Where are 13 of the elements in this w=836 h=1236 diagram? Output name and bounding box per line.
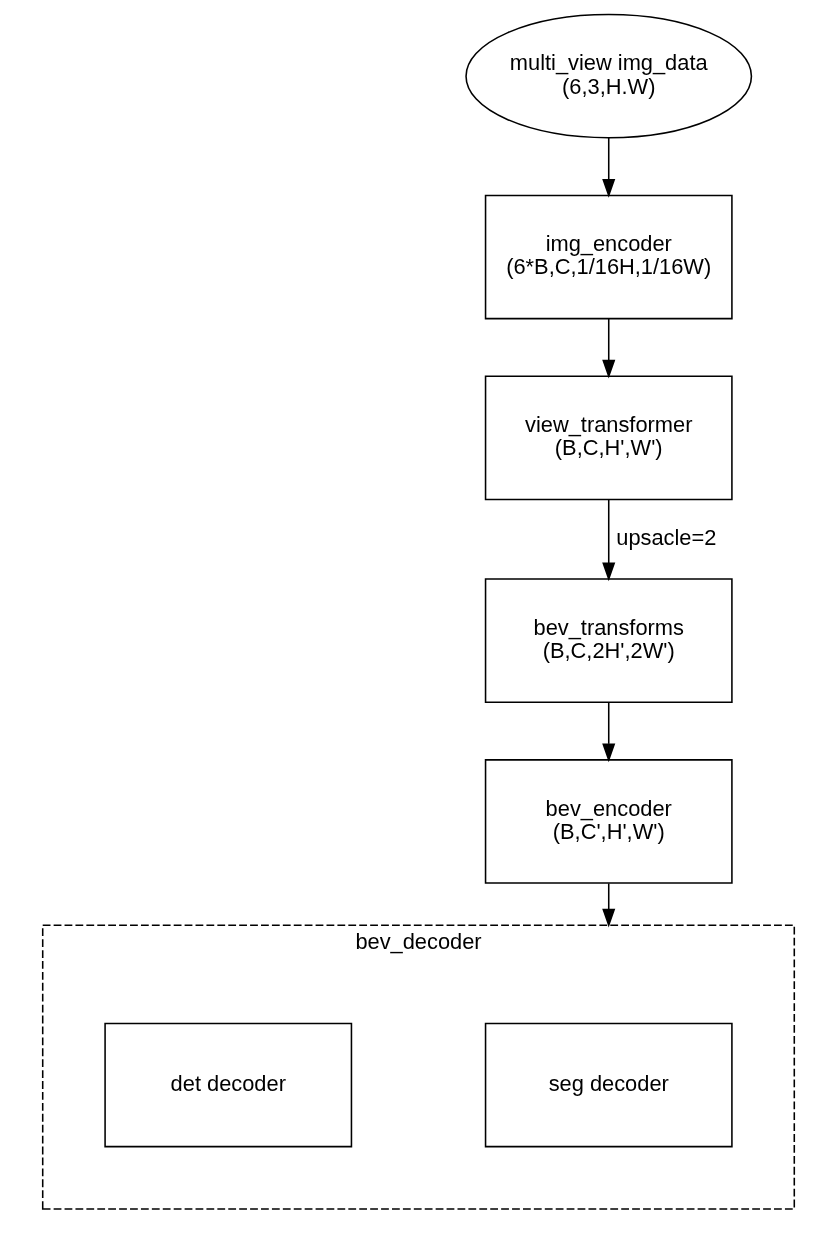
arrow [601, 137, 615, 198]
node-box: bev_encoder (B,C',H',W') [484, 759, 733, 884]
arrow [601, 499, 615, 582]
node-ellipse: multi_view img_data (6,3,H.W) [464, 13, 752, 139]
arrow [601, 882, 615, 928]
node-box: view_transformer (B,C,H',W') [484, 375, 733, 501]
node-box: bev_transforms (B,C,2H',2W') [484, 578, 733, 703]
node-box: det decoder [103, 1022, 352, 1148]
arrow [601, 318, 615, 379]
node-box: seg decoder [484, 1022, 733, 1148]
arrow [601, 701, 615, 763]
edge-label: upsacle=2 [615, 525, 716, 551]
node-box: img_encoder (6*B,C,1/16H,1/16W) [484, 194, 733, 320]
